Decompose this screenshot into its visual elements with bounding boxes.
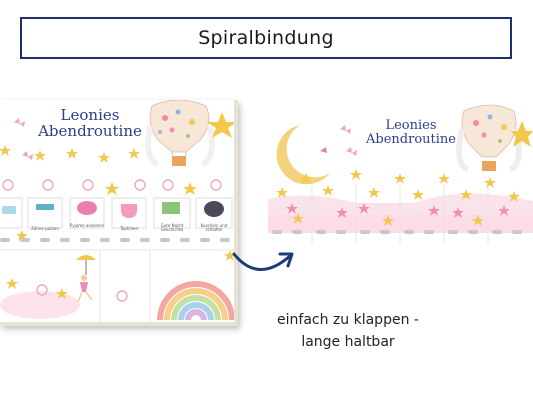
rainbow-icon (157, 281, 235, 321)
task-label: Zähne putzen (31, 226, 59, 231)
teddy-icon (204, 201, 224, 217)
caption-line2: lange haltbar (301, 333, 395, 350)
toothpaste-icon (36, 204, 54, 210)
arrow-icon (232, 252, 294, 271)
task-cards (0, 197, 233, 229)
task-label: Kuscheln und schlafen (200, 223, 228, 233)
board-title-line1: Leonies (60, 106, 120, 124)
page-title: Spiralbindung (198, 27, 334, 49)
star-icon (207, 112, 237, 138)
bathtub-icon (2, 206, 16, 214)
board-title: Leonies Abendroutine (30, 106, 150, 140)
pyjama-icon (77, 201, 97, 215)
star-icon (511, 121, 533, 147)
umbrella-girl-icon (76, 255, 96, 303)
bird-icon (320, 147, 327, 153)
butterfly-icon (340, 125, 351, 134)
task-label: Gute Nacht Geschichte (160, 223, 184, 233)
board-title-line2: Abendroutine (366, 131, 456, 147)
board-edge (0, 100, 238, 326)
potty-icon (121, 204, 137, 218)
task-label: Pyjama anziehen (69, 223, 105, 228)
routine-board-open: Leonies Abendroutine Zähne putzen Pyjama… (0, 100, 238, 326)
title-box: Spiralbindung (20, 17, 512, 59)
task-label: Töpfchen (119, 226, 139, 231)
hot-air-balloon-icon (456, 104, 522, 172)
board-title-line2: Abendroutine (38, 121, 142, 140)
board-illustration (0, 100, 238, 326)
moon-icon (276, 125, 330, 185)
routine-board-folded: Leonies Abendroutine (268, 103, 533, 243)
caption: einfach zu klappen - lange haltbar (258, 310, 438, 353)
book-icon (162, 202, 180, 214)
hot-air-balloon-icon (145, 100, 215, 167)
caption-line1: einfach zu klappen - (277, 312, 419, 328)
board-title: Leonies Abendroutine (356, 119, 466, 146)
folded-board-illustration (268, 104, 533, 243)
board-title-line1: Leonies (385, 118, 437, 133)
butterfly-icon (14, 118, 25, 127)
